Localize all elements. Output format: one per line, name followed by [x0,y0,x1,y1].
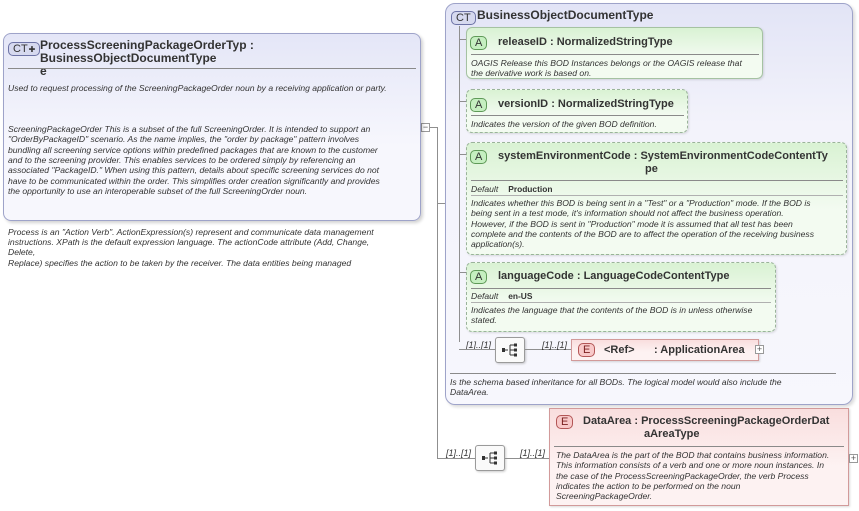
connector [459,39,467,40]
attribute-description: OAGIS Release this BOD Instances belongs… [471,58,742,79]
divider [471,115,684,116]
element-title: DataArea : ProcessScreeningPackageOrderD… [583,415,830,440]
divider [471,54,759,55]
expand-toggle[interactable]: + [755,344,764,354]
attribute-releaseID: A releaseID : NormalizedStringType OAGIS… [466,27,763,79]
multiplicity-label: [1]..[1] [446,448,472,458]
element-applicationarea[interactable]: E <Ref> : ApplicationArea [571,339,759,361]
multiplicity-label: [1]..[1] [542,340,568,350]
attribute-icon: A [470,150,488,164]
connector [430,127,438,128]
attribute-systemEnvironmentCode: A systemEnvironmentCode : SystemEnvironm… [466,142,847,255]
ref-label: <Ref> [604,344,635,356]
main-type-title: ProcessScreeningPackageOrderTyp : Busine… [40,38,254,78]
attribute-icon: A [470,270,488,284]
attribute-description: Indicates the version of the given BOD d… [471,119,657,129]
attribute-title: languageCode : LanguageCodeContentType [498,270,730,282]
connector [459,154,467,155]
connector [505,458,549,459]
divider [8,68,416,69]
attribute-title: versionID : NormalizedStringType [498,98,674,110]
divider [450,373,836,374]
connector [459,101,467,102]
base-complex-type: CT BusinessObjectDocumentType A releaseI… [445,3,853,405]
attribute-versionID: A versionID : NormalizedStringType Indic… [466,89,688,133]
base-type-title: BusinessObjectDocumentType [477,8,654,22]
element-description: The DataArea is the part of the BOD that… [556,450,830,502]
element-type: : ApplicationArea [654,344,745,356]
attribute-icon: A [470,98,488,112]
multiplicity-label: [1]..[1] [466,340,492,350]
collapse-toggle[interactable]: − [421,122,430,132]
divider [471,302,771,303]
attribute-title: releaseID : NormalizedStringType [498,36,673,48]
connector [459,26,460,342]
divider [471,180,843,181]
divider [471,195,843,196]
divider [471,288,771,289]
element-dataarea[interactable]: E DataArea : ProcessScreeningPackageOrde… [549,408,849,506]
element-icon: E [556,415,574,429]
attribute-languageCode: A languageCode : LanguageCodeContentType… [466,262,776,332]
attribute-description: Indicates the language that the contents… [471,305,753,326]
complex-type-icon: CT [451,11,476,25]
attribute-icon: A [470,36,488,50]
complex-type-icon: CT✚ [8,42,41,56]
attribute-title: systemEnvironmentCode : SystemEnvironmen… [498,150,828,175]
connector [459,272,467,273]
main-description: Used to request processing of the Screen… [8,83,387,268]
base-description: Is the schema based inheritance for all … [450,377,782,398]
connector [437,458,475,459]
expand-toggle[interactable]: + [849,453,858,463]
multiplicity-label: [1]..[1] [520,448,546,458]
attribute-description: Indicates whether this BOD is being sent… [471,198,815,250]
connector [459,349,495,350]
sequence-icon[interactable] [495,337,525,363]
connector [525,349,571,350]
element-icon: E [578,343,596,357]
sequence-icon[interactable] [475,445,505,471]
main-complex-type: CT✚ ProcessScreeningPackageOrderTyp : Bu… [3,33,421,268]
connector [437,203,445,204]
connector [437,127,438,459]
divider [554,446,844,447]
